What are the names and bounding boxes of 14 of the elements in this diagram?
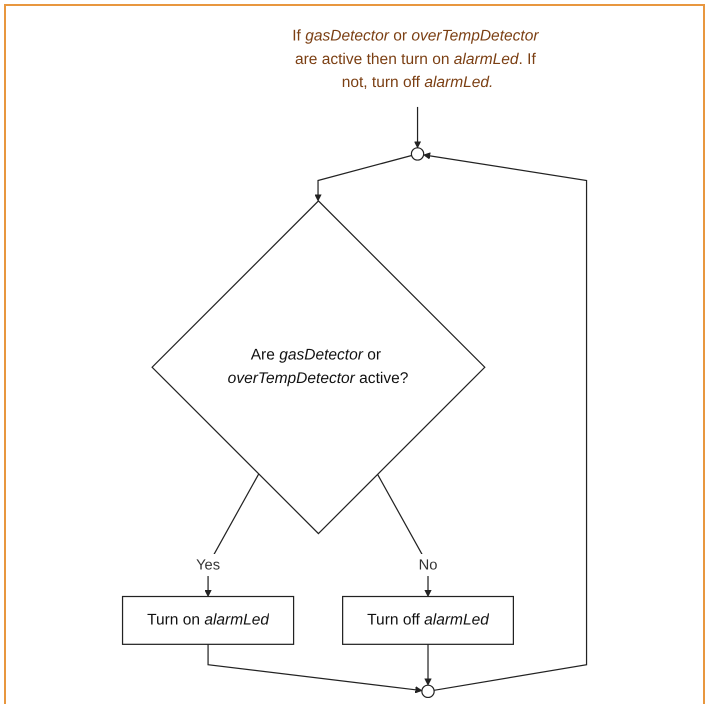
arrow <box>314 154 412 202</box>
node-diamond: Are gasDetector or overTempDetector active? <box>151 200 486 534</box>
node-circle <box>410 147 424 161</box>
node-box: Turn on alarmLed <box>122 596 294 645</box>
edge-label: No <box>418 556 438 573</box>
arrow <box>207 644 422 694</box>
node-text: If gasDetector or overTempDetector are active then turn on alarmLed. If not, turn off alarmLed. <box>292 27 538 91</box>
edge-label: Yes <box>196 556 220 573</box>
arrow <box>376 474 432 597</box>
node-circle <box>421 684 435 698</box>
arrow <box>423 152 588 691</box>
arrow <box>424 644 432 686</box>
arrow <box>414 106 422 148</box>
node-box: Turn off alarmLed <box>342 596 514 645</box>
